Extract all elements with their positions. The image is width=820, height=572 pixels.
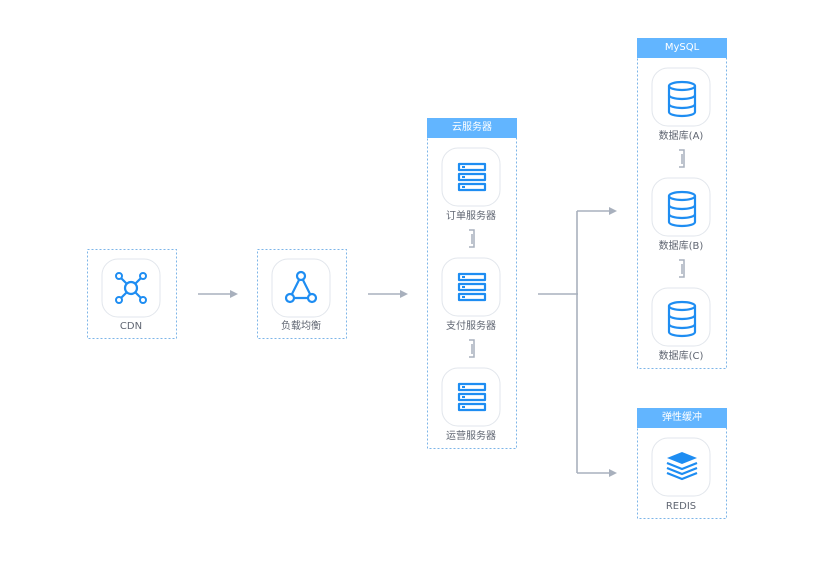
database-cylinder-icon <box>667 300 697 338</box>
network-hub-icon <box>115 272 147 304</box>
payment-server-label: 支付服务器 <box>446 321 496 332</box>
operation-server-node <box>441 367 501 427</box>
server-rack-icon <box>457 162 487 192</box>
link-database-b-c <box>679 259 685 278</box>
arrow-cdn-to-load-balancer <box>198 290 238 298</box>
database-b-label: 数据库(B) <box>658 241 704 252</box>
database-c-label: 数据库(C) <box>658 351 704 362</box>
redis-node <box>651 437 711 497</box>
database-b-node <box>651 177 711 237</box>
server-rack-icon <box>457 382 487 412</box>
load-balancer-node <box>271 258 331 318</box>
cdn-label: CDN <box>119 321 143 332</box>
stacked-layers-icon <box>666 452 698 481</box>
mysql-title: MySQL <box>637 38 727 58</box>
database-a-label: 数据库(A) <box>658 131 704 142</box>
cdn-node <box>101 258 161 318</box>
elastic-cache-title: 弹性缓冲 <box>637 408 727 428</box>
connector-cloud-servers-to-storage <box>538 207 617 477</box>
link-database-a-b <box>679 149 685 168</box>
payment-server-node <box>441 257 501 317</box>
database-c-node <box>651 287 711 347</box>
load-balancer-box <box>257 249 347 339</box>
database-cylinder-icon <box>667 190 697 228</box>
cloud-servers-title: 云服务器 <box>427 118 517 138</box>
cdn-box <box>87 249 177 339</box>
link-order-payment <box>469 229 475 248</box>
load-balancer-label: 负载均衡 <box>281 321 321 332</box>
arrow-load-balancer-to-cloud-servers <box>368 290 408 298</box>
server-rack-icon <box>457 272 487 302</box>
link-payment-operation <box>469 339 475 358</box>
redis-label: REDIS <box>665 501 697 512</box>
order-server-node <box>441 147 501 207</box>
order-server-label: 订单服务器 <box>446 211 496 222</box>
operation-server-label: 运营服务器 <box>446 431 496 442</box>
triangle-network-icon <box>284 270 318 304</box>
database-a-node <box>651 67 711 127</box>
database-cylinder-icon <box>667 80 697 118</box>
